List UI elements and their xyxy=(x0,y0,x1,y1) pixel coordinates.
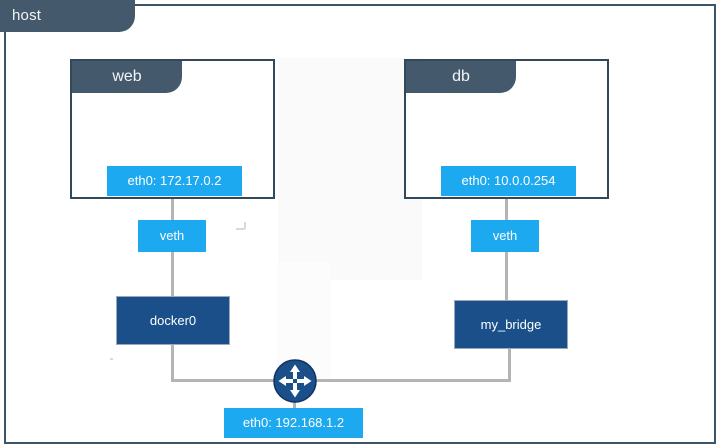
interface-chip-db-eth0[interactable]: eth0: 10.0.0.254 xyxy=(441,166,576,196)
router-icon[interactable] xyxy=(272,358,318,404)
interface-chip-host-eth0[interactable]: eth0: 192.168.1.2 xyxy=(224,408,363,438)
interface-chip-web-eth0[interactable]: eth0: 172.17.0.2 xyxy=(107,166,242,196)
wire-router-to-my-bridge xyxy=(310,379,511,382)
bridge-my-bridge-label: my_bridge xyxy=(480,316,542,332)
veth-db-label: veth xyxy=(492,228,518,243)
wire-web-veth-to-docker0 xyxy=(171,252,174,296)
raster-speck xyxy=(244,222,246,229)
veth-web[interactable]: veth xyxy=(138,220,206,252)
bridge-docker0-label: docker0 xyxy=(149,312,197,328)
container-web-header: web xyxy=(72,61,182,93)
bridge-my-bridge[interactable]: my_bridge xyxy=(454,300,568,349)
container-web-title: web xyxy=(112,68,142,85)
container-db-header: db xyxy=(406,61,516,93)
router-icon-glyph xyxy=(273,359,317,403)
container-db-title: db xyxy=(452,68,470,85)
background-wash xyxy=(278,58,422,280)
wire-my-bridge-down xyxy=(508,349,511,381)
host-title-tab: host xyxy=(0,0,135,32)
raster-speck xyxy=(110,358,113,360)
wire-router-to-host-eth0 xyxy=(293,398,296,410)
wire-docker0-to-router xyxy=(171,379,281,382)
host-title-label: host xyxy=(12,7,42,24)
wire-db-veth-to-my-bridge xyxy=(505,252,508,300)
raster-speck xyxy=(236,228,245,230)
wire-web-eth0-to-veth xyxy=(171,196,174,220)
interface-chip-host-eth0-label: eth0: 192.168.1.2 xyxy=(242,415,345,430)
container-web[interactable]: web eth0: 172.17.0.2 xyxy=(70,59,275,199)
interface-chip-db-eth0-label: eth0: 10.0.0.254 xyxy=(461,173,556,188)
veth-db[interactable]: veth xyxy=(471,220,539,252)
bridge-docker0[interactable]: docker0 xyxy=(116,296,230,345)
veth-web-label: veth xyxy=(159,228,185,243)
wire-docker0-down xyxy=(171,345,174,381)
wire-db-eth0-to-veth xyxy=(505,196,508,220)
interface-chip-web-eth0-label: eth0: 172.17.0.2 xyxy=(127,173,222,188)
container-db[interactable]: db eth0: 10.0.0.254 xyxy=(404,59,609,199)
